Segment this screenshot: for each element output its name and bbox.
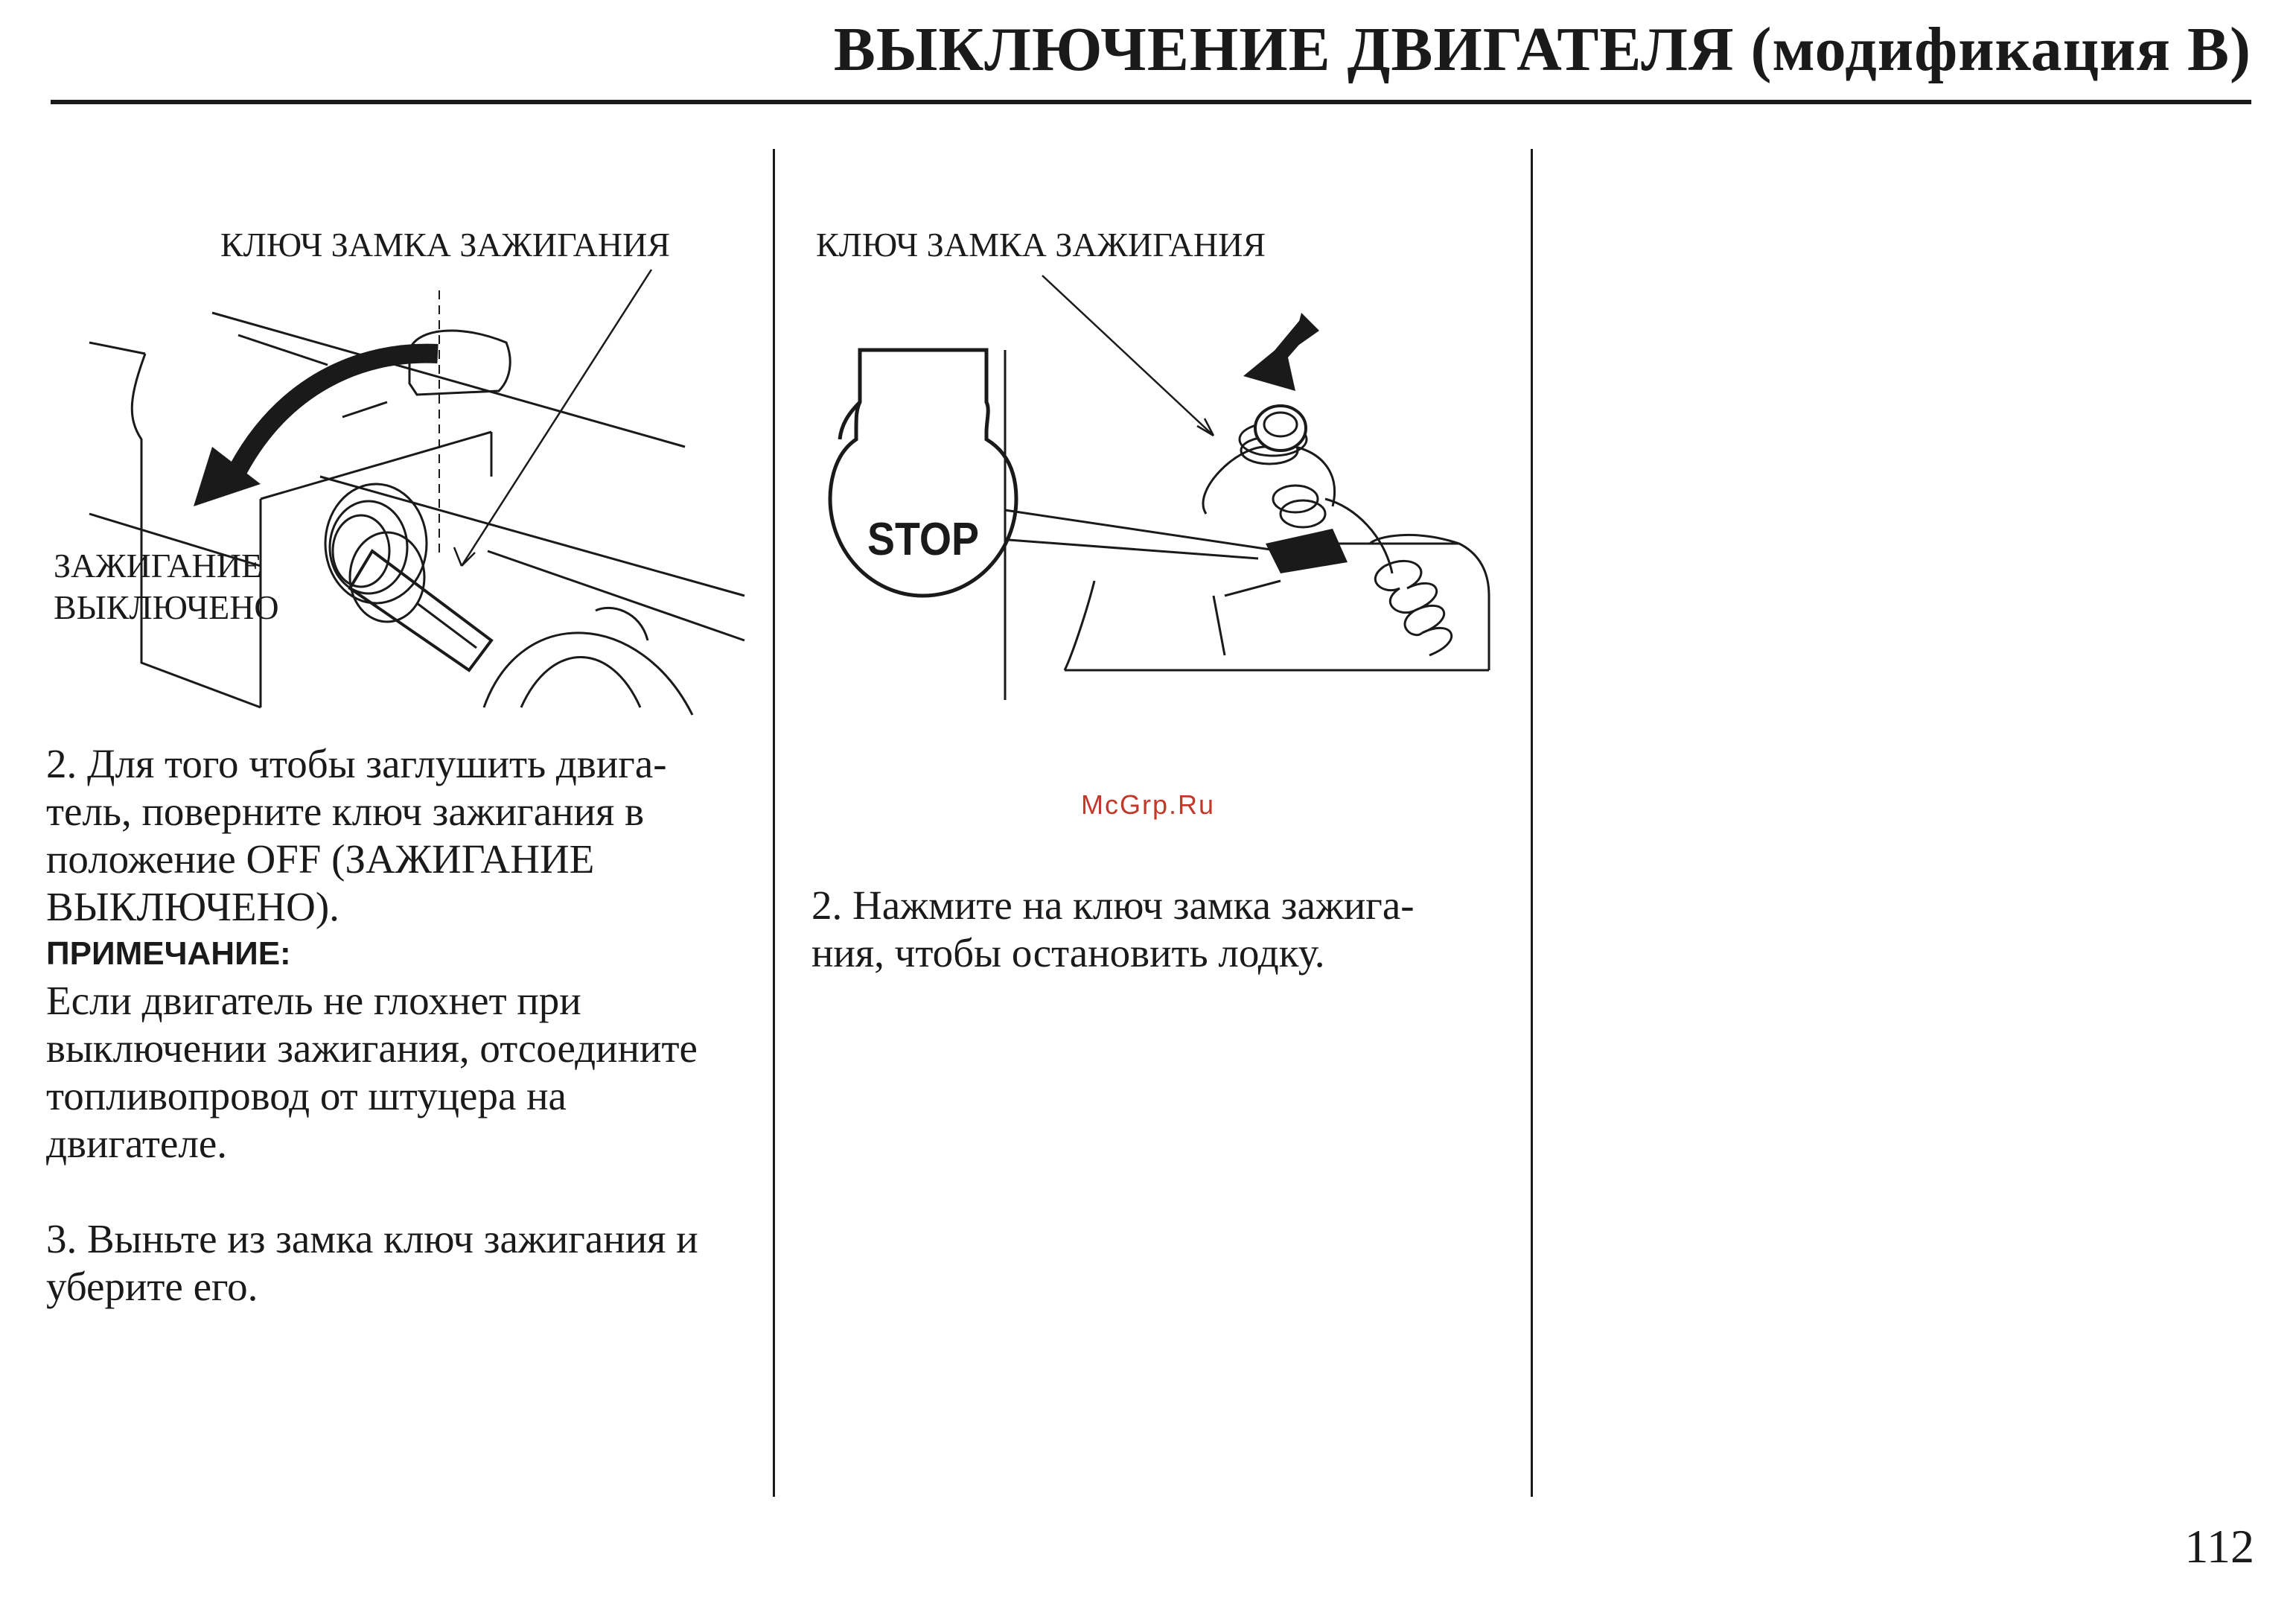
note-line: выключении зажигания, отсоедините	[46, 1025, 698, 1071]
note-line: Если двигатель не глохнет при	[46, 978, 581, 1023]
note-line: топливопровод от штуцера на	[46, 1073, 567, 1118]
step2-line: тель, поверните ключ зажигания в	[46, 789, 645, 834]
step3-line: уберите его.	[46, 1264, 258, 1309]
step2-line: 2. Нажмите на ключ замка зажига-	[811, 882, 1415, 928]
ignition-key-illustration	[89, 269, 745, 716]
title-rule	[51, 100, 2251, 104]
page-number: 112	[2184, 1520, 2254, 1573]
middle-key-label: КЛЮЧ ЗАМКА ЗАЖИГАНИЯ	[816, 226, 1266, 264]
left-column-text: 2. Для того чтобы заглушить двига- тель,…	[46, 740, 761, 1311]
ignition-off-label: ЗАЖИГАНИЕ ВЫКЛЮЧЕНО	[54, 545, 279, 628]
note-heading: ПРИМЕЧАНИЕ:	[46, 935, 291, 972]
stop-button-illustration: STOP	[828, 275, 1490, 700]
step2-line: положение OFF (ЗАЖИГАНИЕ	[46, 836, 595, 882]
column-divider-left	[773, 149, 775, 1497]
note-line: двигателе.	[46, 1121, 227, 1166]
step2-line: 2. Для того чтобы заглушить двига-	[46, 741, 667, 786]
column-divider-right	[1531, 149, 1533, 1497]
ignition-off-label-line2: ВЫКЛЮЧЕНО	[54, 588, 279, 626]
middle-column-text: 2. Нажмите на ключ замка зажига- ния, чт…	[811, 882, 1511, 977]
step2-line: ния, чтобы остановить лодку.	[811, 930, 1325, 976]
ignition-off-label-line1: ЗАЖИГАНИЕ	[54, 547, 263, 585]
step2-line: ВЫКЛЮЧЕНО).	[46, 884, 339, 929]
stop-icon-text: STOP	[867, 514, 979, 565]
step3-line: 3. Выньте из замка ключ зажигания и	[46, 1216, 698, 1261]
left-key-label: КЛЮЧ ЗАМКА ЗАЖИГАНИЯ	[220, 226, 670, 264]
page-title: ВЫКЛЮЧЕНИЕ ДВИГАТЕЛЯ (модификация B)	[833, 15, 2251, 84]
watermark: McGrp.Ru	[1081, 789, 1216, 820]
